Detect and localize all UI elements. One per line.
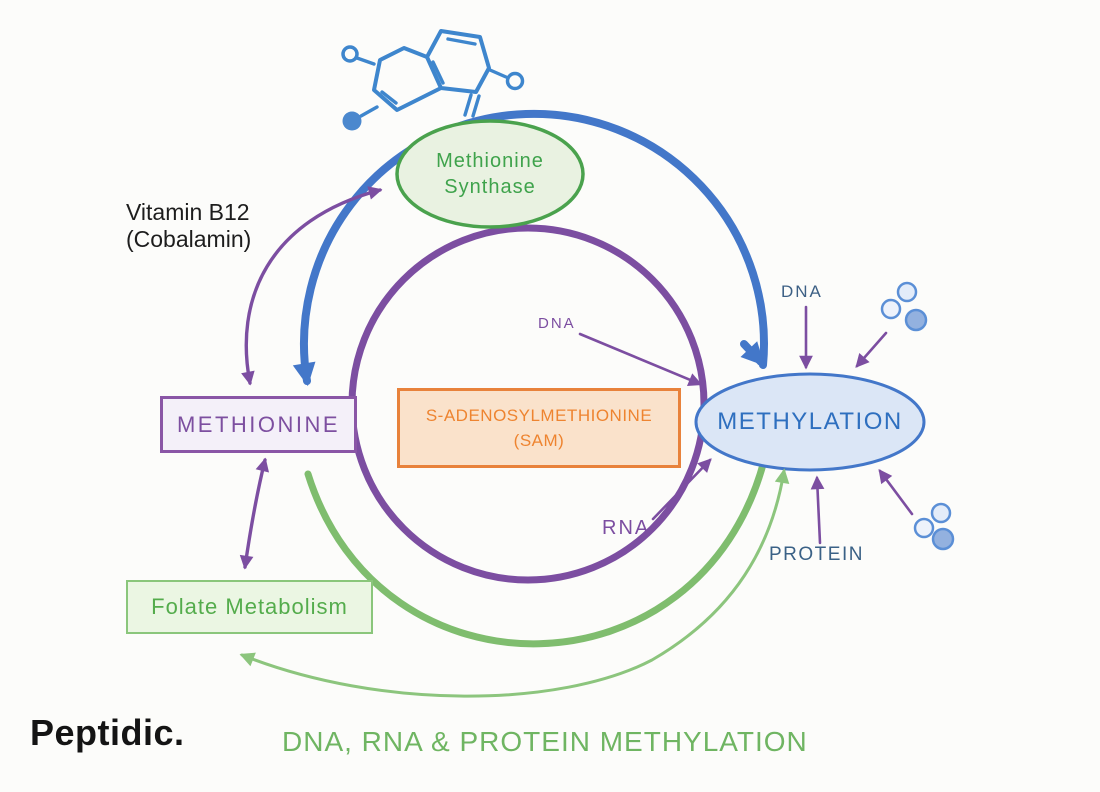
diagram-title: DNA, RNA & PROTEIN METHYLATION [282, 726, 808, 757]
methyl-cluster-bottom-arrow [878, 468, 914, 516]
b12-methionine-synthase-arrow [241, 186, 383, 386]
methionine-folate-arrow [239, 457, 270, 570]
dna-top-label: DNA [781, 282, 823, 301]
methionine-synthase-node: Methionine Synthase [398, 122, 582, 226]
protein-to-methylation-arrow [810, 475, 825, 545]
methionine-synthase-line1: Methionine [436, 149, 544, 172]
dna-inner-to-methylation-arrow [578, 332, 703, 387]
vitamin-b12-line2: (Cobalamin) [126, 226, 252, 253]
methylation-to-folate-swoosh [239, 468, 790, 698]
methionine-node: METHIONINE [160, 396, 357, 453]
vitamin-b12-line1: Vitamin B12 [126, 199, 250, 225]
rna-to-methylation-arrow [651, 458, 712, 521]
folate-label: Folate Metabolism [151, 594, 348, 619]
methylation-node: METHYLATION [696, 375, 924, 469]
blue-arc-arrowhead-segment [740, 340, 765, 366]
methionine-label: METHIONINE [176, 411, 341, 437]
brand-logo: Peptidic. [30, 712, 185, 753]
methylation-ellipse [694, 372, 926, 472]
quinone-molecule-icon [341, 29, 525, 131]
protein-label: PROTEIN [769, 544, 864, 565]
rna-label: RNA [602, 517, 651, 539]
sam-line1: S-ADENOSYLMETHIONINE [425, 405, 653, 425]
sam-line2: (SAM) [513, 431, 565, 450]
methyl-group-cluster-icon [880, 281, 928, 332]
vitamin-b12-label: Vitamin B12 (Cobalamin) [126, 199, 251, 253]
methyl-cluster-top-arrow [855, 331, 888, 368]
folate-metabolism-node: Folate Metabolism [126, 580, 373, 634]
methylation-label-text: METHYLATION [717, 408, 903, 435]
methionine-synthase-ellipse [395, 119, 585, 229]
sam-node: S-ADENOSYLMETHIONINE (SAM) [397, 388, 681, 468]
methionine-synthase-line2: Synthase [444, 176, 536, 198]
dna-inner-label: DNA [538, 315, 576, 332]
methyl-group-cluster-icon [913, 502, 955, 551]
